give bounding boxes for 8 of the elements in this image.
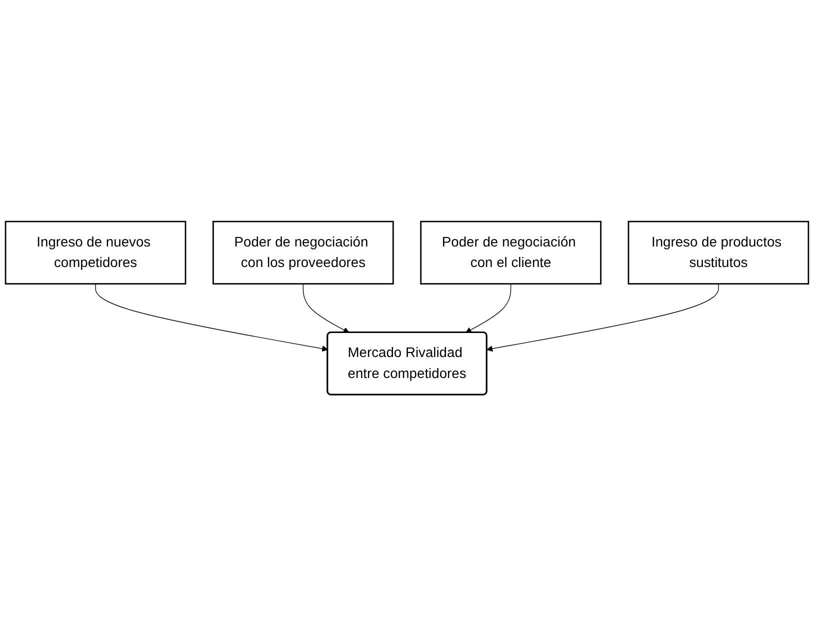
node-box: Ingreso de nuevos competidores	[4, 221, 186, 285]
arrow	[302, 284, 350, 334]
arrow	[465, 284, 512, 334]
arrow	[95, 284, 328, 352]
node-box: Ingreso de productos sustitutos	[628, 221, 810, 285]
arrow	[486, 284, 719, 352]
node-box: Poder de negociación con el cliente	[420, 221, 602, 285]
node-box: Poder de negociación con los proveedores	[212, 221, 394, 285]
